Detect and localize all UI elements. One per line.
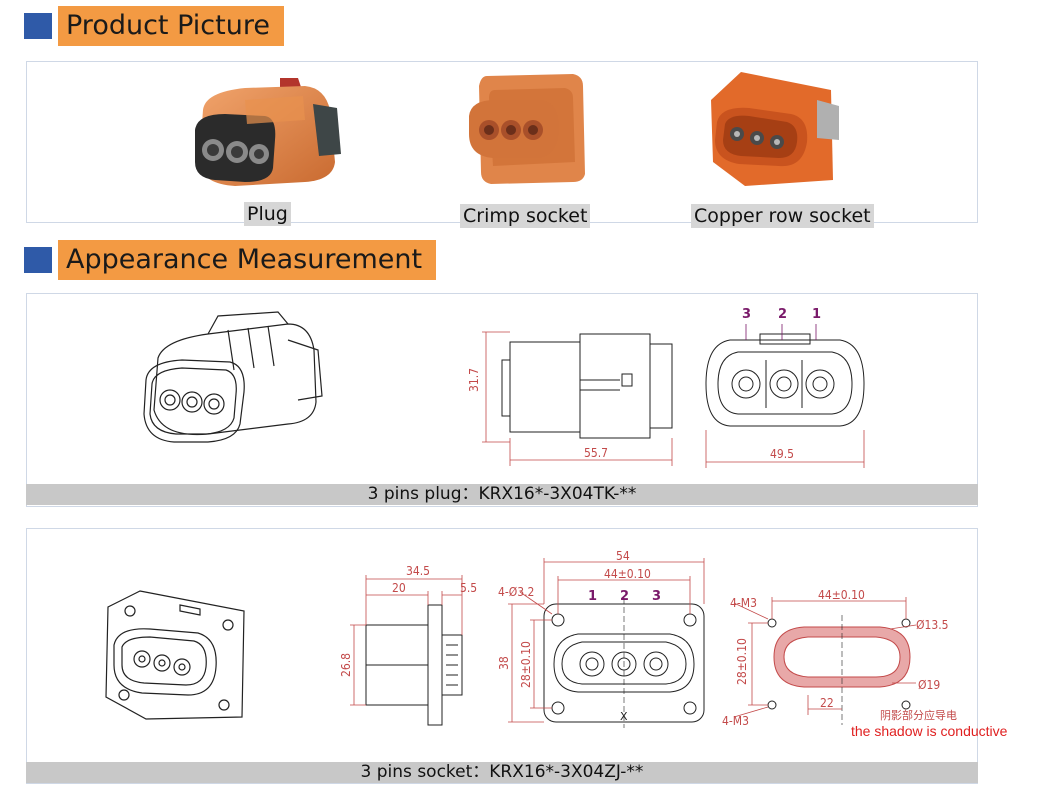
- socket-axis-label: X: [620, 710, 628, 723]
- plug-label: Plug: [244, 202, 291, 226]
- socket-front-width: 54: [616, 549, 630, 563]
- socket-front-view: 54 44±0.10 4-Ø3.2 38 28±0.10 1 2 3 X: [497, 549, 705, 728]
- section-title: Product Picture: [58, 6, 284, 46]
- socket-flange-length: 5.5: [460, 581, 477, 595]
- cut-pitch: 44±0.10: [818, 588, 865, 602]
- plug-pin-label: 1: [812, 307, 821, 322]
- cut-small-diameter: Ø13.5: [916, 618, 949, 632]
- plug-length-dim: 55.7: [584, 446, 608, 460]
- plug-front-view: 3 2 1 49.5: [705, 307, 865, 468]
- section-header-product-picture: Product Picture: [24, 6, 284, 46]
- socket-front-height: 38: [497, 656, 511, 670]
- plug-pin-label: 3: [742, 307, 751, 322]
- copper-row-socket-image: [711, 72, 839, 186]
- section-marker: [24, 247, 52, 273]
- socket-front-pitch: 44±0.10: [604, 567, 651, 581]
- section-marker: [24, 13, 52, 39]
- cut-holes-bottom: 4-M3: [722, 714, 749, 728]
- socket-front-hole-pitch: 28±0.10: [519, 641, 533, 688]
- plug-caption: 3 pins plug：KRX16*-3X04TK-**: [26, 484, 978, 505]
- socket-pin-label: 1: [588, 589, 597, 604]
- plug-isometric-drawing: [143, 311, 323, 443]
- socket-side-view: 34.5 20 5.5 26.8: [339, 564, 477, 726]
- socket-caption: 3 pins socket：KRX16*-3X04ZJ-**: [26, 762, 978, 783]
- cut-large-diameter: Ø19: [918, 678, 940, 692]
- cut-holes-top: 4-M3: [730, 596, 757, 610]
- shadow-note-cn: 阴影部分应导电: [880, 708, 957, 722]
- plug-image: [195, 78, 341, 186]
- crimp-socket-image: [469, 74, 585, 184]
- panel-cutout-drawing: 4-M3 44±0.10 Ø13.5 28±0.10 Ø19 4-M3 22 阴…: [722, 588, 957, 728]
- socket-isometric-drawing: [105, 590, 245, 720]
- plug-height-dim: 31.7: [467, 368, 481, 392]
- socket-pin-label: 3: [652, 589, 661, 604]
- section-title: Appearance Measurement: [58, 240, 437, 280]
- cut-offset: 22: [820, 696, 834, 710]
- plug-pin-label: 2: [778, 307, 787, 322]
- copper-row-socket-label: Copper row socket: [691, 204, 874, 228]
- socket-pin-label: 2: [620, 589, 629, 604]
- socket-side-height: 26.8: [339, 653, 353, 677]
- cut-vertical-pitch: 28±0.10: [735, 638, 749, 685]
- socket-total-length: 34.5: [406, 564, 430, 578]
- crimp-socket-label: Crimp socket: [460, 204, 591, 228]
- section-header-appearance: Appearance Measurement: [24, 240, 437, 280]
- socket-front-holes: 4-Ø3.2: [498, 585, 534, 599]
- socket-body-length: 20: [392, 581, 406, 595]
- plug-width-dim: 49.5: [770, 447, 794, 461]
- plug-side-view: 31.7 55.7: [467, 331, 673, 466]
- shadow-note-en: the shadow is conductive: [851, 723, 1008, 739]
